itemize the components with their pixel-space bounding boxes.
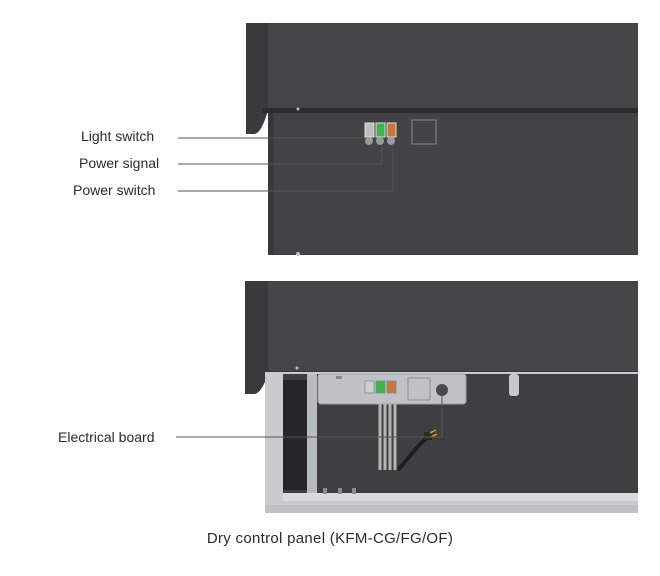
board-switch-green (375, 380, 386, 394)
board-tab (336, 376, 342, 379)
board-switch-orange (386, 380, 397, 394)
board-switch-gray (364, 380, 375, 394)
board-grommet (436, 384, 448, 396)
label-power-switch: Power switch (73, 182, 156, 198)
label-electrical-board: Electrical board (58, 429, 155, 445)
rail-clip-3 (352, 488, 356, 494)
power-signal-green (375, 122, 386, 138)
label-power-signal: Power signal (79, 155, 160, 171)
top-lower-shade (268, 113, 274, 255)
label-light-switch: Light switch (81, 128, 155, 144)
bottom-base (265, 505, 638, 513)
bottom-left-recess (283, 380, 307, 490)
plug (424, 432, 432, 440)
bottom-cabinet-view (176, 281, 638, 513)
light-switch-gray (364, 122, 375, 138)
leader-electrical-board (176, 396, 443, 438)
drain-fitting (509, 374, 519, 396)
knob-2 (376, 137, 384, 145)
rail-clip-1 (323, 488, 327, 494)
top-lower-body (268, 113, 638, 255)
top-divider (262, 108, 638, 113)
leader-power-signal (178, 144, 383, 165)
bottom-screw (295, 366, 299, 370)
knob-3 (387, 137, 395, 145)
board-square-outline (407, 377, 431, 401)
knob-1 (365, 137, 373, 145)
bottom-canopy-face (268, 281, 638, 371)
figure-caption: Dry control panel (KFM-CG/FG/OF) (206, 530, 454, 547)
rail-clip-2 (338, 488, 342, 494)
top-foot (296, 252, 300, 256)
top-canopy-face (268, 23, 638, 108)
bottom-rail (283, 493, 638, 501)
power-switch-orange (386, 122, 397, 138)
leader-power-switch (178, 144, 394, 192)
knockout-square (411, 119, 437, 145)
top-cabinet-view (178, 23, 638, 256)
top-screw (296, 107, 300, 111)
